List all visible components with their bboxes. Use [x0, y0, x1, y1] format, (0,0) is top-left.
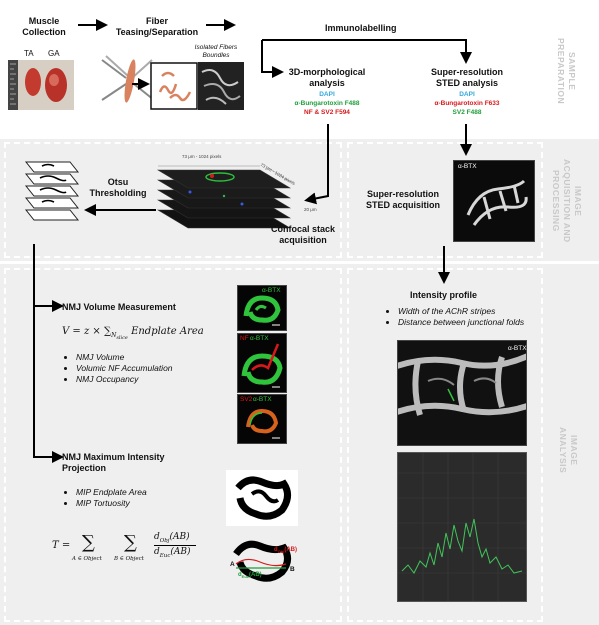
tort-label-euc-sub: Euc	[241, 574, 250, 580]
isolated-fibers-image	[198, 62, 244, 110]
list-item: Volumic NF Accumulation	[76, 363, 173, 374]
tort-label-obj-d: d	[274, 547, 278, 553]
morph-btx: α-Bungarotoxin F488	[294, 100, 360, 107]
tort-num-d: d	[154, 532, 160, 542]
section-label-sample-preparation: SAMPLE PREPARATION	[556, 37, 577, 105]
volume-formula-rhs: Endplate Area	[127, 326, 204, 337]
list-item: Width of the AChR stripes	[398, 306, 524, 317]
list-item: Distance between junctional folds	[398, 317, 524, 328]
morph-nf-sv2: NF & SV2 F594	[304, 109, 350, 116]
tortuosity-formula: T = ∑ A ∈ Object ∑ B ∈ Object dObj(AB) d…	[52, 528, 232, 568]
nmj-img2-nf-label: NF	[240, 335, 249, 342]
section-label-image-acquisition: IMAGE ACQUISITION AND PROCESSING	[551, 159, 583, 243]
tort-den-sub: Euc	[159, 552, 171, 559]
tort-label-obj-sub: Obj	[277, 549, 285, 555]
nmj-img3-sv2-label: SV2	[240, 396, 253, 403]
sted-dapi: DAPI	[459, 91, 475, 98]
morph-dapi: DAPI	[319, 91, 335, 98]
fiber-zoom-box	[150, 62, 198, 110]
tort-label-a: A	[230, 561, 235, 568]
analysis-left-dashed-box	[4, 268, 342, 622]
nmj-img3-btx-label: α-BTX	[253, 396, 272, 403]
otsu-threshold-stack	[24, 161, 80, 221]
fiber-teasing-label: Fiber Teasing/Separation	[115, 16, 199, 37]
sted-analysis-title: Super-resolution STED analysis	[430, 67, 503, 88]
intensity-profile-title: Intensity profile	[410, 290, 478, 300]
nmj-sv2-btx-image	[237, 394, 287, 444]
stack-dim-z: 20 μm	[304, 207, 317, 212]
list-item: MIP Endplate Area	[76, 487, 147, 498]
sted-zoom-image	[397, 340, 527, 446]
volume-formula: V = z × ∑Nslice Endplate Area	[62, 326, 204, 341]
confocal-acquisition-label: Confocal stack acquisition	[270, 224, 336, 245]
otsu-thresholding-label: Otsu Thresholding	[89, 177, 147, 198]
ta-label: TA	[24, 49, 34, 58]
nmj-mip-title: NMJ Maximum Intensity Projection	[62, 452, 165, 473]
tort-sum2-sub: B ∈ Object	[114, 556, 144, 562]
tort-label-euc-d: d	[238, 572, 242, 578]
muscle-photo	[8, 60, 74, 110]
sted-sv2: SV2 F488	[452, 109, 482, 116]
tort-sum1: ∑	[82, 532, 95, 553]
sted-zoom-btx-label: α-BTX	[508, 345, 527, 352]
stack-dim-width: 73 μm - 1024 pixels	[182, 154, 222, 159]
tort-num-sub: Obj	[159, 537, 170, 544]
sted-acq-btx-label: α-BTX	[458, 163, 477, 170]
intensity-profile-list: Width of the AChR stripes Distance betwe…	[384, 306, 524, 328]
tort-sum1-sub: A ∈ Object	[72, 556, 102, 562]
list-item: NMJ Occupancy	[76, 374, 173, 385]
nmj-btx-image	[237, 285, 287, 331]
isolated-fibers-label: Isolated Fibers Boundles	[194, 44, 238, 59]
tort-den-ab: (AB)	[170, 547, 191, 557]
fiber-teasing-illustration	[101, 55, 155, 103]
tort-num-ab: (AB)	[169, 532, 190, 542]
ga-label: GA	[48, 49, 60, 58]
list-item: NMJ Volume	[76, 352, 173, 363]
volume-measure-list: NMJ Volume Volumic NF Accumulation NMJ O…	[62, 352, 173, 385]
tort-sum2: ∑	[124, 532, 137, 553]
nmj-img1-btx-label: α-BTX	[262, 287, 281, 294]
nmj-img2-btx-label: α-BTX	[250, 335, 269, 342]
intensity-profile-plot	[397, 452, 527, 602]
muscle-collection-label: Muscle Collection	[22, 16, 66, 37]
tort-label-obj: dObj(AB)	[274, 547, 297, 554]
nmj-nf-btx-image	[237, 333, 287, 393]
sted-acquisition-label: Super-resolution STED acquisition	[365, 189, 440, 210]
tort-label-euc: dEuc(AB)	[238, 572, 262, 579]
tort-numerator: dObj(AB)	[154, 532, 190, 544]
volume-formula-subsub: slice	[116, 335, 128, 342]
tort-label-obj-ab: (AB)	[284, 547, 298, 553]
volume-formula-lhs: V = z × ∑	[62, 326, 112, 337]
tort-fraction-line	[154, 545, 196, 546]
confocal-stack-image	[156, 165, 292, 229]
sted-acquisition-image	[453, 160, 535, 242]
tort-T: T =	[52, 540, 71, 551]
sted-btx: α-Bungarotoxin F633	[434, 100, 500, 107]
mip-measure-list: MIP Endplate Area MIP Tortuosity	[62, 487, 147, 509]
tort-denominator: dEuc(AB)	[154, 547, 191, 559]
nmj-volume-title: NMJ Volume Measurement	[62, 302, 176, 312]
acq-left-dashed-box	[4, 142, 342, 258]
mip-binary-image	[226, 470, 298, 526]
morphological-analysis-title: 3D-morphological analysis	[288, 67, 366, 88]
tortuosity-illustration	[233, 540, 291, 582]
list-item: MIP Tortuosity	[76, 498, 147, 509]
tort-label-b: B	[290, 566, 295, 573]
tort-den-d: d	[154, 547, 160, 557]
volume-formula-sub: N	[111, 332, 117, 339]
section-label-image-analysis: IMAGE ANALYSIS	[558, 426, 579, 474]
immunolabelling-label: Immunolabelling	[325, 23, 397, 33]
tort-label-euc-ab: (AB)	[249, 572, 262, 578]
